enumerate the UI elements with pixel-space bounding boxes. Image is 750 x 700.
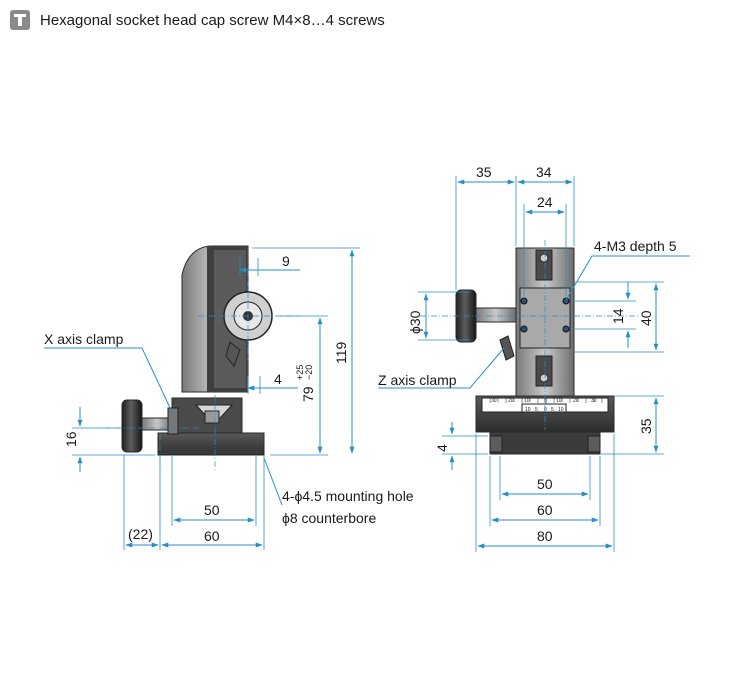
m3-hole-3 [520,325,528,333]
scale-top-2: 10 [524,398,530,404]
x-axis-clamp-label: X axis clamp [44,331,124,347]
header-text: Hexagonal socket head cap screw M4×8…4 s… [40,11,385,29]
side-dim-119: 119 [333,341,349,364]
z-axis-clamp-label: Z axis clamp [378,372,457,388]
scale-vernier-2: 0 [544,407,547,413]
scale-top-4: 10 [556,398,562,404]
screw-icon [10,10,30,30]
scale-vernier-0: 10 [525,407,531,413]
scale-top-5: 20 [573,398,579,404]
header: Hexagonal socket head cap screw M4×8…4 s… [10,8,385,32]
front-dim-35-top: 35 [476,164,492,180]
front-lower-plate [489,431,601,455]
side-dim-16: 16 [63,431,79,447]
front-dim-4: 4 [434,444,450,452]
front-dimensions: 35 34 24 ϕ30 14 40 35 4 [378,164,690,552]
side-view [105,245,300,470]
side-dim-79-tol-upper: +25 [295,365,305,380]
scale-top-1: 20 [508,398,514,404]
front-dim-34: 34 [536,164,552,180]
side-dim-50: 50 [204,502,220,518]
side-dim-79: 79 [300,386,316,402]
m3-hole-1 [520,297,528,305]
m3-depth-label: 4-M3 depth 5 [594,238,677,254]
side-dim-9: 9 [282,253,290,269]
front-dim-80: 80 [537,528,553,544]
side-dim-79-tol-lower: −20 [304,365,314,380]
front-dim-50: 50 [537,476,553,492]
front-vernier [521,403,567,413]
side-dim-22: (22) [128,526,153,542]
scale-vernier-1: 5 [535,407,538,413]
scale-vernier-3: 5 [551,407,554,413]
x-axis-knob[interactable] [121,399,143,453]
front-dim-60: 60 [537,502,553,518]
side-dim-60: 60 [204,528,220,544]
counterbore-label: ϕ8 counterbore [282,510,376,526]
scale-top-6: 30 [591,398,597,404]
front-dim-40: 40 [638,310,654,326]
scale-top-3: 0 [544,398,547,404]
scale-vernier-4: 10 [558,407,564,413]
front-dim-35-right: 35 [638,418,654,434]
z-axis-clamp-lever[interactable] [499,335,515,361]
m3-hole-4 [562,325,570,333]
m3-hole-2 [562,297,570,305]
scale-ticks [489,398,603,404]
scale-top-0: 30 [491,398,497,404]
front-dim-phi30: ϕ30 [407,310,423,334]
front-dim-24: 24 [537,194,553,210]
mounting-hole-label: 4-ϕ4.5 mounting hole [282,488,414,504]
front-view: 30 20 10 0 10 20 30 10 5 0 5 10 [420,240,640,455]
side-dim-4: 4 [274,371,282,387]
front-dim-14: 14 [610,308,626,324]
side-dimensions: 9 4 79 +25 −20 119 16 50 (22) 60 [44,247,414,550]
